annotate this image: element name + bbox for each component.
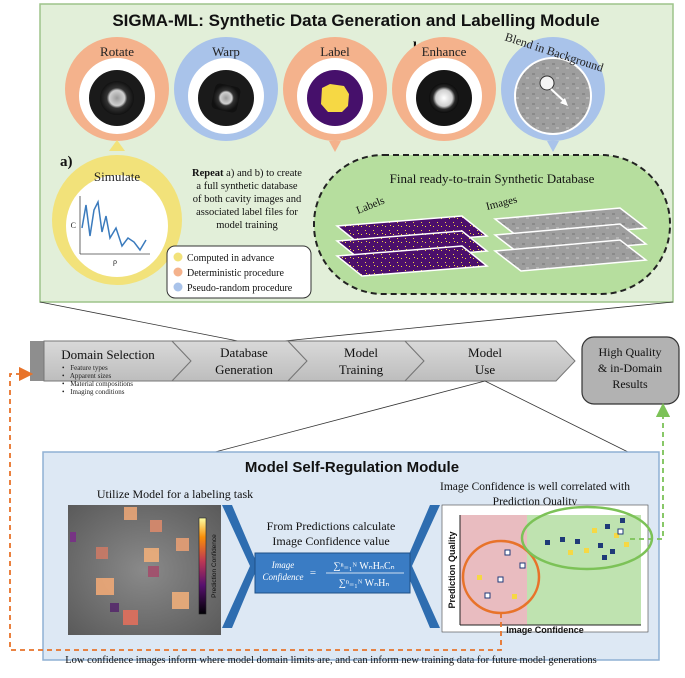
scatter-ylabel: Prediction Quality xyxy=(447,531,457,608)
result-line2: & in-Domain xyxy=(598,361,662,375)
simulate-up-arrow xyxy=(109,140,125,151)
legend-computed: Computed in advance xyxy=(187,253,275,264)
blend-down-arrow xyxy=(547,141,559,152)
funnel-bottom-right xyxy=(484,380,629,453)
result-line1: High Quality xyxy=(599,345,662,359)
plot-xlabel: ρ xyxy=(113,257,117,266)
legend-dot-computed xyxy=(173,252,183,262)
results-box xyxy=(581,336,680,405)
utilize-text: Utilize Model for a labeling task xyxy=(97,487,253,501)
result-line3: Results xyxy=(612,377,648,391)
formula-lhs2: Confidence xyxy=(263,572,304,582)
stage2-line1: Database xyxy=(220,345,268,360)
legend-dot-random xyxy=(173,282,183,292)
confidence-heatmap xyxy=(68,505,221,635)
simulated-curve xyxy=(81,199,147,252)
database-title: Final ready-to-train Synthetic Database xyxy=(390,171,595,186)
legend-box: Computed in advance Deterministic proced… xyxy=(166,245,312,299)
stage3-line2: Training xyxy=(339,362,384,377)
repeat-line-1: a full synthetic database xyxy=(196,181,298,192)
repeat-line-0: Repeat a) and b) to create xyxy=(192,168,302,179)
domain-item-0: • Feature types xyxy=(62,364,108,372)
colorbar-label: Prediction Confidence xyxy=(211,534,218,598)
stage2-line2: Generation xyxy=(215,362,273,377)
label-label: Label xyxy=(320,44,350,59)
stage4-line1: Model xyxy=(468,345,502,360)
label-down-arrow xyxy=(329,141,341,152)
confidence-quality-scatter: Prediction Quality Image Confidence xyxy=(441,504,654,635)
domain-item-2: • Material compositions xyxy=(62,380,133,388)
right-chevron xyxy=(404,505,440,628)
high-confidence-ellipse xyxy=(520,505,654,571)
formula-numerator: ∑ⁿ₌₁ᴺ WₙHₙCₙ xyxy=(333,561,394,572)
domain-item-1: • Apparent sizes xyxy=(62,372,112,380)
formula-denominator: ∑ⁿ₌₁ᴺ WₙHₙ xyxy=(339,578,390,589)
simulate-label: Simulate xyxy=(94,169,140,184)
warp-label: Warp xyxy=(212,44,240,59)
marker-a: a) xyxy=(60,154,73,170)
legend-deterministic: Deterministic procedure xyxy=(187,268,284,279)
pipeline-start-cap xyxy=(30,341,44,381)
model-use-stage xyxy=(403,340,576,382)
synthetic-module-title: SIGMA-ML: Synthetic Data Generation and … xyxy=(112,11,599,30)
funnel-line-left xyxy=(39,301,239,342)
self-regulation-title: Model Self-Regulation Module xyxy=(245,459,459,476)
formula-lhs1: Image xyxy=(271,560,295,570)
green-feedback-arrow xyxy=(630,402,671,540)
left-chevron xyxy=(222,505,258,628)
label-layer-3 xyxy=(335,245,489,277)
repeat-line-3: associated label files for xyxy=(196,207,298,218)
corr-line1: Image Confidence is well correlated with xyxy=(440,481,630,493)
confidence-colorbar xyxy=(198,517,207,615)
plot-ylabel: C xyxy=(71,221,76,230)
rotate-label: Rotate xyxy=(100,44,134,59)
calc-line1: From Predictions calculate xyxy=(267,519,396,533)
synthetic-database: Final ready-to-train Synthetic Database … xyxy=(313,154,671,295)
funnel-line-right xyxy=(283,301,674,342)
repeat-line-2: of both cavity images and xyxy=(193,194,302,205)
image-confidence-formula: Image Confidence = ∑ⁿ₌₁ᴺ WₙHₙCₙ ∑ⁿ₌₁ᴺ Wₙ… xyxy=(254,552,411,594)
repeat-line-4: model training xyxy=(216,220,278,231)
low-confidence-region xyxy=(460,515,527,625)
label-step: Label xyxy=(283,37,387,141)
scatter-points xyxy=(477,518,629,599)
legend-dot-deterministic xyxy=(173,267,183,277)
simulate-step: Simulate C ρ xyxy=(52,155,182,285)
blend-step: Blend in Background xyxy=(501,30,605,141)
formula-equals: = xyxy=(310,567,316,579)
image-layer-3 xyxy=(493,239,648,272)
stage3-line1: Model xyxy=(344,345,378,360)
domain-title: Domain Selection xyxy=(61,347,155,362)
calc-line2: Image Confidence value xyxy=(272,534,389,548)
warp-step: Warp xyxy=(174,37,278,141)
domain-item-3: • Imaging conditions xyxy=(62,388,125,396)
enhance-label: Enhance xyxy=(422,44,467,59)
scatter-xlabel: Image Confidence xyxy=(506,625,584,635)
legend-random: Pseudo-random procedure xyxy=(187,283,293,294)
enhance-step: Enhance xyxy=(392,37,496,141)
stage4-line2: Use xyxy=(475,362,495,377)
funnel-bottom-left xyxy=(214,380,486,453)
footer-text: Low confidence images inform where model… xyxy=(65,655,597,666)
rotate-step: Rotate xyxy=(65,37,169,141)
